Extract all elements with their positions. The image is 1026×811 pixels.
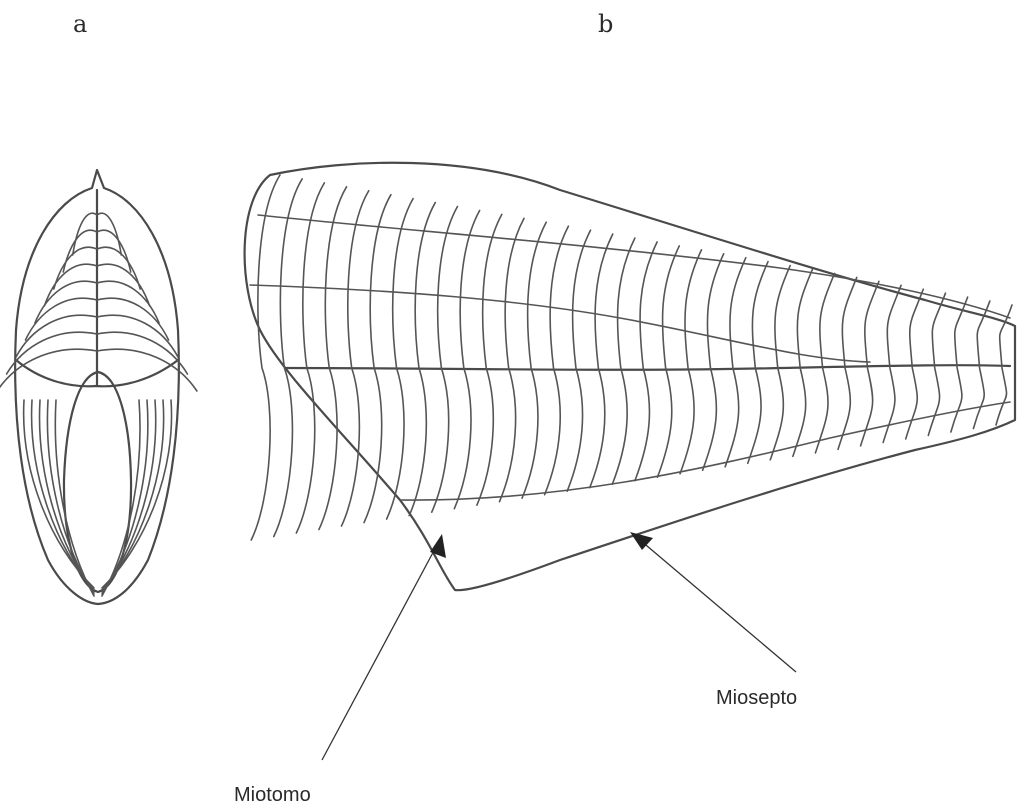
miosepto-pointer-line [640, 540, 796, 672]
miosepto-label: Miosepto [716, 688, 797, 708]
myoseptum-line [590, 234, 613, 488]
panel-b-label: b [598, 12, 613, 36]
cross-section-myomere-arc [32, 400, 94, 590]
myoseptum-line [251, 175, 280, 540]
myoseptum-line [861, 281, 879, 446]
myoseptum-line [815, 273, 834, 452]
cross-section-myomere-arc [102, 400, 148, 594]
myoseptum-line [838, 277, 857, 449]
myoseptum-line [409, 203, 435, 516]
myoseptum-line [883, 285, 901, 442]
myoseptum-line [567, 230, 590, 491]
lateral-myoseptae [251, 175, 1012, 540]
myoseptum-line [477, 214, 502, 505]
myoseptum-line [522, 222, 546, 498]
myoseptum-line [612, 238, 635, 484]
myoseptum-line [703, 254, 724, 471]
myoseptum-line [793, 270, 812, 457]
lateral-horizontal-septum [285, 365, 1010, 370]
myoseptum-line [341, 191, 368, 526]
cross-section-myomere-arc [97, 213, 121, 255]
myoseptum-line [545, 226, 569, 494]
myoseptum-line [906, 289, 924, 439]
myoseptum-line [296, 183, 324, 533]
cross-section-myomere-arc [102, 400, 172, 588]
miotomo-pointer-line [322, 545, 437, 760]
myoseptum-line [364, 195, 391, 523]
panel-a-label: a [73, 12, 87, 36]
cross-section-myomere-arc [63, 230, 97, 272]
cross-section-myomere-arc [102, 400, 164, 590]
myoseptum-line [432, 207, 458, 513]
myoseptum-line [657, 246, 679, 477]
myoseptum-line [770, 266, 790, 460]
myoseptum-line [319, 187, 347, 530]
cross-section-myomere-arc [97, 230, 131, 272]
miotomo-pointer [322, 534, 446, 760]
cross-section-myomere-arc [73, 213, 97, 255]
myoseptum-line [499, 218, 524, 501]
miosepto-pointer [630, 532, 796, 672]
lateral-outline [245, 163, 1015, 590]
myoseptum-line [680, 250, 701, 474]
myoseptum-line [635, 242, 657, 481]
cross-section-myomere-arc [24, 400, 94, 588]
cross-section-view [0, 170, 197, 604]
myoseptum-line [454, 210, 479, 508]
miotomo-label: Miotomo [234, 785, 311, 805]
myoseptum-line [725, 258, 746, 467]
myoseptum-line [748, 262, 768, 464]
myoseptum-line [387, 199, 413, 519]
cross-section-myomere-arc [47, 400, 94, 594]
lateral-view [245, 163, 1015, 590]
